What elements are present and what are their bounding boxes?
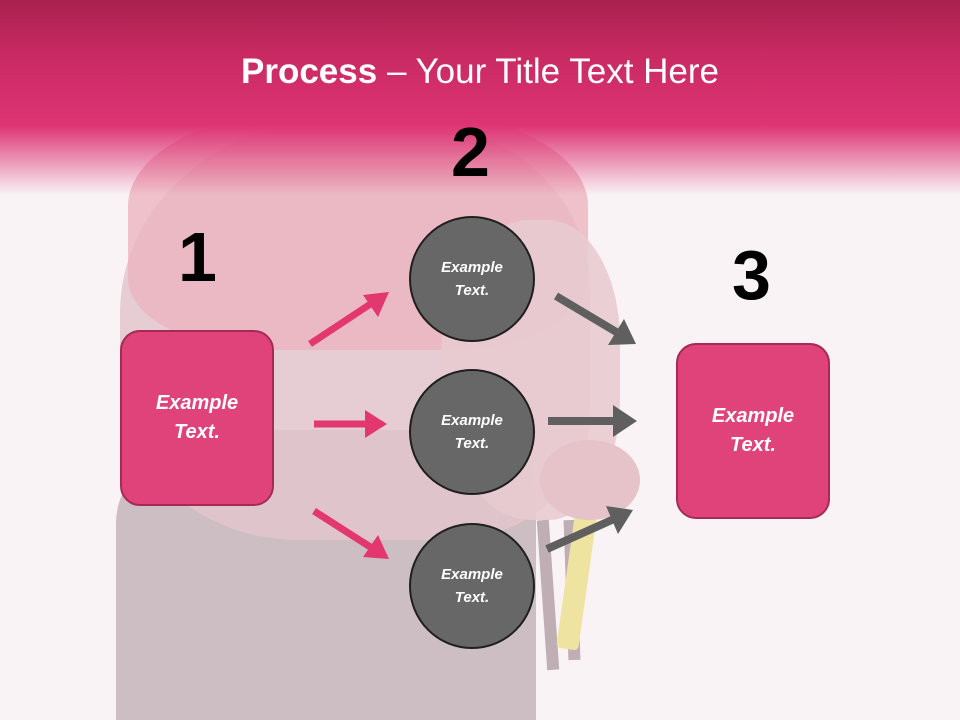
arrow-up-right <box>545 506 633 553</box>
text-line: Text. <box>174 421 220 443</box>
title-rest: – Your Title Text Here <box>377 52 719 91</box>
pink-arrows <box>308 292 389 559</box>
step-number-2: 2 <box>451 113 490 191</box>
step-number-3: 3 <box>732 236 771 314</box>
gray-arrows <box>545 292 637 553</box>
text-line: Text. <box>730 434 776 456</box>
arrow-down-right <box>312 508 389 559</box>
arrow-down-right <box>553 292 636 345</box>
step-number-1: 1 <box>178 218 217 296</box>
text-line: Example <box>155 392 239 414</box>
title-bold: Process <box>241 52 378 91</box>
text-line: Example <box>441 412 503 429</box>
text-line: Text. <box>454 282 490 299</box>
text-line: Text. <box>454 435 490 452</box>
text-line: Example <box>711 405 795 427</box>
arrow-up-right <box>308 292 389 347</box>
arrow-right <box>314 410 387 438</box>
slide-title: Process – Your Title Text Here <box>0 52 960 92</box>
arrow-right <box>548 405 637 437</box>
text-line: Text. <box>454 589 490 606</box>
text-line: Example <box>441 566 503 583</box>
header-band <box>0 0 960 200</box>
photo-hand <box>540 440 640 520</box>
text-line: Example <box>441 259 503 276</box>
